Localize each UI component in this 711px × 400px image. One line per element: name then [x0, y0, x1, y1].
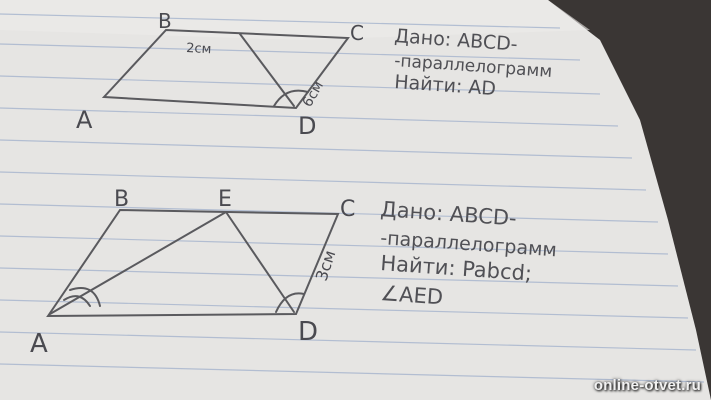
labels-2: A B C D E 3см [30, 187, 355, 359]
vertex-a-label-2: A [30, 329, 48, 359]
vertex-c-label-2: C [340, 197, 355, 222]
vertex-d-label: D [298, 112, 316, 140]
vertex-b-label: B [158, 9, 172, 33]
paper-highlight [0, 0, 590, 40]
angle-arc-d [275, 292, 305, 313]
angle-arc-a-inner [63, 295, 91, 307]
vertex-e-label: E [218, 187, 232, 212]
angle-arc-a-outer [69, 287, 101, 307]
angle-arc-1 [273, 89, 309, 107]
vertex-d-label-2: D [298, 317, 318, 347]
side-bc-label: 2см [186, 41, 212, 57]
watermark: online-otvet.ru [593, 377, 701, 394]
vertex-c-label: C [350, 21, 364, 45]
vertex-a-label: A [76, 106, 93, 134]
segment-ed [225, 211, 295, 313]
parallelogram-2 [46, 208, 340, 318]
vertex-b-label-2: B [114, 187, 129, 212]
parallelogram-1 [101, 28, 350, 110]
find-line-2b: ∠AED [380, 281, 444, 309]
